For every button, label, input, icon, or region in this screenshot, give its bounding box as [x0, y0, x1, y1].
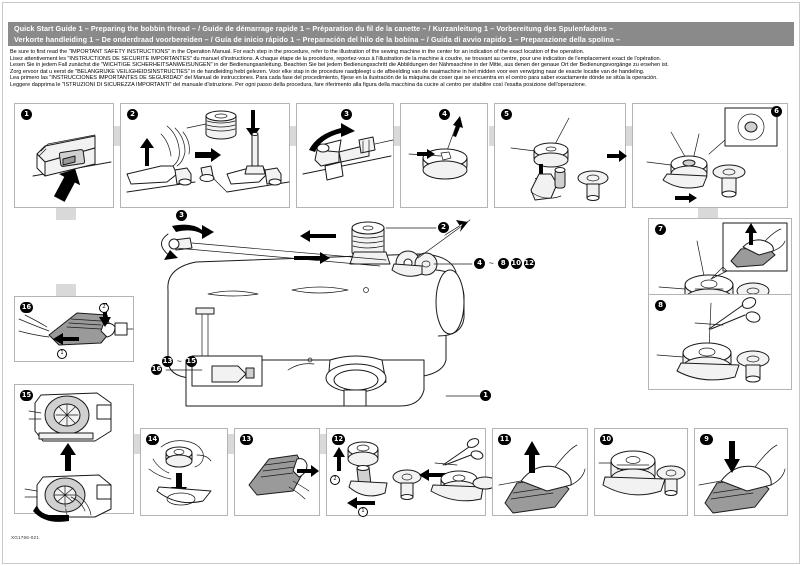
marker-1: 1: [358, 507, 368, 517]
callout-range2-separator: ~: [177, 357, 182, 366]
panel-step-3: 3: [296, 103, 394, 208]
illustration-open-shuttle-cover: [18, 303, 134, 346]
machine-callout-3: 3: [176, 210, 187, 221]
callout-range-item-12: 12: [523, 258, 535, 269]
panel-step-10: 10: [594, 428, 688, 516]
panel-step-8: 8: [648, 294, 792, 390]
panel-connector: [698, 206, 718, 220]
panel-step-2: 2: [120, 103, 290, 208]
callout-range2-start: 13: [162, 356, 173, 367]
intro-line-en: Be sure to first read the "IMPORTANT SAF…: [10, 49, 585, 55]
panel-step-9: 9: [694, 428, 788, 516]
panel-step-12: 12: [326, 428, 498, 517]
panel-connector: [56, 206, 76, 220]
step-badge-2: 2: [127, 109, 138, 120]
title-line-2: Verkorte handleiding 1 – De onderdraad v…: [14, 34, 621, 44]
sewing-machine-drawing: [161, 219, 481, 407]
marker-2: 2: [330, 475, 340, 485]
step-badge-3: 3: [341, 109, 352, 120]
intro-line-it: Leggere dapprima le "ISTRUZIONI DI SICUR…: [10, 81, 587, 88]
panel-step-13: 13: [234, 428, 320, 516]
machine-illustration-center: 3 2 1 16 4 ~ 8 10 12: [150, 210, 640, 418]
step-badge-10: 10: [600, 434, 613, 445]
illustration-bobbin-wound-full: [598, 450, 686, 496]
title-band: Quick Start Guide 1 – Preparing the bobb…: [8, 22, 794, 46]
panel-step-1: 1: [14, 103, 114, 208]
step-badge-14: 14: [146, 434, 159, 445]
footer-part-code: XG1766-021: [11, 535, 40, 540]
machine-callout-range-4-to-12: 4 ~ 8 10 12: [474, 258, 535, 269]
intro-paragraphs: Be sure to first read the "IMPORTANT SAF…: [10, 49, 794, 89]
illustration-thread-through-bobbin-hole: [408, 116, 468, 180]
intro-line-fr: Lisez attentivement les "INSTRUCTIONS DE…: [10, 55, 662, 62]
illustration-remove-flat-bed: [248, 454, 319, 500]
step-badge-9: 9: [700, 434, 713, 445]
machine-callout-1: 1: [480, 390, 491, 401]
intro-line-es: Lea primero las "INSTRUCCIONES IMPORTANT…: [10, 75, 658, 82]
illustration-spool-on-pin: [126, 110, 290, 193]
step-badge-15: 15: [20, 390, 33, 401]
panel-step-14: 14: [140, 428, 228, 516]
machine-callout-range-13-to-15: 13 ~ 15: [162, 356, 197, 367]
illustration-bobbin-onto-winder: [510, 117, 627, 201]
illustration-press-foot-controller-down: [698, 441, 786, 514]
panel-step-4: 4: [400, 103, 488, 208]
instruction-diagram: 1 2: [0, 98, 802, 530]
panel-step-5: 5: [494, 103, 627, 208]
panel-step-16: 16 2 1: [14, 296, 134, 362]
machine-callout-16: 16: [151, 364, 162, 375]
panel-step-11: 11: [492, 428, 588, 516]
callout-range-item-8: 8: [497, 258, 509, 269]
intro-line-de: Lesen Sie in jedem Fall zunächst die "WI…: [10, 62, 669, 69]
step-badge-4: 4: [439, 109, 450, 120]
marker-1: 1: [57, 349, 67, 359]
machine-callout-2: 2: [438, 222, 449, 233]
step-badge-7: 7: [655, 224, 666, 235]
step-badge-1: 1: [21, 109, 32, 120]
illustration-release-foot-controller: [498, 441, 586, 514]
illustration-bobbin-case-slit: [24, 392, 112, 522]
step-badge-13: 13: [240, 434, 253, 445]
callout-range-item-10: 10: [510, 258, 522, 269]
step-badge-5: 5: [501, 109, 512, 120]
title-line-1: Quick Start Guide 1 – Preparing the bobb…: [14, 24, 614, 33]
panel-connector: [56, 284, 76, 298]
illustration-thread-guide-up: [302, 123, 394, 181]
callout-range-separator: ~: [489, 259, 494, 268]
step-badge-6: 6: [771, 106, 782, 117]
illustration-slide-winder-and-cut: [333, 438, 498, 509]
illustration-power-switch: [32, 134, 112, 202]
step-badge-11: 11: [498, 434, 511, 445]
panel-step-15: 15: [14, 384, 134, 522]
step-badge-16: 16: [20, 302, 33, 313]
marker-2: 2: [99, 303, 109, 313]
intro-line-nl: Zorg ervoor dat u eerst de "BELANGRIJKE …: [10, 68, 645, 75]
illustration-bobbin-hole-detail: [646, 107, 778, 203]
panel-step-6: 6: [632, 103, 788, 208]
step-badge-12: 12: [332, 434, 345, 445]
step-badge-8: 8: [655, 300, 666, 311]
illustration-insert-bobbin-into-case: [148, 440, 212, 506]
callout-range-start: 4: [474, 258, 485, 269]
illustration-cut-thread-scissors: [656, 297, 770, 383]
callout-range2-end: 15: [185, 356, 197, 367]
